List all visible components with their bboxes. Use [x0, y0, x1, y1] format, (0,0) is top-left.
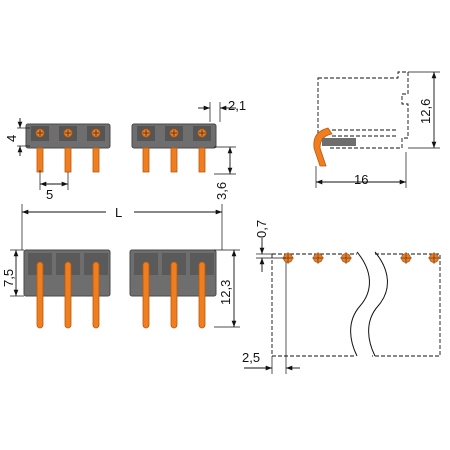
pitch-label: 5 — [46, 187, 53, 202]
total-height-label: 12,3 — [218, 280, 233, 305]
top-view: 4 5 2,1 3,6 — [4, 98, 246, 202]
pin-length-label: 3,6 — [214, 182, 229, 200]
top-pin — [198, 147, 206, 173]
pin-length-dimension: 3,6 — [214, 146, 236, 200]
height-dimension: 4 — [4, 118, 30, 156]
front-pin — [92, 261, 100, 329]
pcb-hole — [400, 252, 412, 264]
hole-offset-dimension: 0,7 — [254, 220, 286, 272]
pitch-dimension: 5 — [39, 170, 69, 202]
pcb-hole — [340, 252, 352, 264]
edge-distance-label: 2,5 — [242, 350, 260, 365]
hole-offset-label: 0,7 — [254, 220, 269, 238]
length-label: L — [115, 205, 122, 220]
top-pin — [64, 147, 72, 173]
pin-height-dimension: 7,5 — [1, 249, 24, 297]
top-pin — [170, 147, 178, 173]
break-line-right — [368, 251, 388, 357]
length-dimension: L — [21, 204, 223, 250]
side-depth-label: 16 — [354, 172, 368, 187]
top-pin — [92, 147, 100, 173]
top-pin — [142, 147, 150, 173]
top-housing-group — [25, 123, 111, 173]
front-housing-group — [129, 249, 217, 329]
offset-dimension: 2,1 — [198, 98, 246, 122]
break-line-left — [350, 251, 370, 357]
side-depth-dimension: 16 — [315, 152, 407, 188]
front-pin — [142, 261, 150, 329]
pcb-hole — [312, 252, 324, 264]
pcb-layout: 0,7 2,5 — [242, 220, 441, 374]
height-label: 4 — [4, 135, 19, 142]
total-height-dimension: 12,3 — [214, 249, 240, 328]
side-height-label: 12,6 — [418, 99, 433, 124]
pin-height-label: 7,5 — [1, 269, 16, 287]
offset-label: 2,1 — [228, 98, 246, 113]
pcb-hole — [428, 252, 440, 264]
front-pin — [64, 261, 72, 329]
side-height-dimension: 12,6 — [408, 71, 440, 149]
top-housing-group — [131, 123, 217, 173]
side-view: 12,6 16 — [313, 71, 440, 188]
front-pin — [170, 261, 178, 329]
edge-distance-dimension: 2,5 — [242, 262, 300, 374]
front-pin — [36, 261, 44, 329]
top-pin — [36, 147, 44, 173]
front-view: L 7,5 12,3 — [1, 204, 240, 329]
side-housing — [322, 138, 356, 146]
front-housing-group — [23, 249, 111, 329]
bent-pin — [313, 127, 333, 167]
front-pin — [198, 261, 206, 329]
